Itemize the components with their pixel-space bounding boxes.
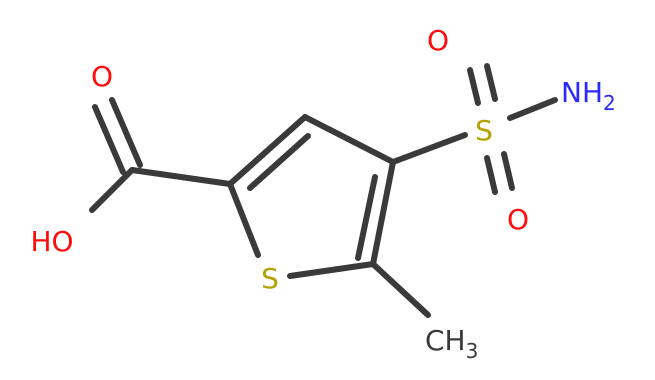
bond-c4-so2 <box>390 132 468 165</box>
bond-s-o-bottom-a <box>484 155 498 195</box>
atom-sulfonyl-o-bottom: O <box>507 203 529 236</box>
amine-sub: 2 <box>603 91 616 115</box>
atom-methyl: CH3 <box>425 324 478 363</box>
bond-c5-ch3 <box>370 261 431 318</box>
bond-c3-c4 <box>302 114 396 165</box>
methyl-sub: 3 <box>466 339 479 363</box>
bond-s-o-bottom-b <box>501 151 515 191</box>
atom-amine: NH2 <box>561 76 616 115</box>
atom-sulfonyl-sulfur: S <box>475 114 493 147</box>
bond-c4-c5 <box>370 159 396 267</box>
amine-main: NH <box>561 76 603 109</box>
bond-c-oh <box>89 167 135 213</box>
bonds <box>89 63 558 318</box>
bond-c-o-double-a <box>109 97 143 168</box>
bond-c5-s <box>287 261 376 279</box>
atom-o-carbonyl: O <box>91 60 113 93</box>
bond-s-c2 <box>227 181 261 258</box>
bond-c2-c3-inner <box>247 133 311 191</box>
bond-s-n <box>507 97 558 121</box>
bond-c2-c3 <box>227 114 308 187</box>
methyl-main: CH <box>425 324 466 357</box>
bond-c-o-double-b <box>92 104 126 175</box>
bond-s-o-top-b <box>484 63 498 102</box>
bond-carboxyl-ring <box>129 167 233 187</box>
atom-ring-sulfur: S <box>261 262 279 295</box>
atom-labels: O HO S CH3 S O O NH2 <box>30 24 615 363</box>
atom-sulfonyl-o-top: O <box>427 24 449 57</box>
bond-c4-c5-inner <box>355 174 378 261</box>
atom-hydroxyl: HO <box>30 225 73 258</box>
bond-s-o-top-a <box>467 67 481 106</box>
